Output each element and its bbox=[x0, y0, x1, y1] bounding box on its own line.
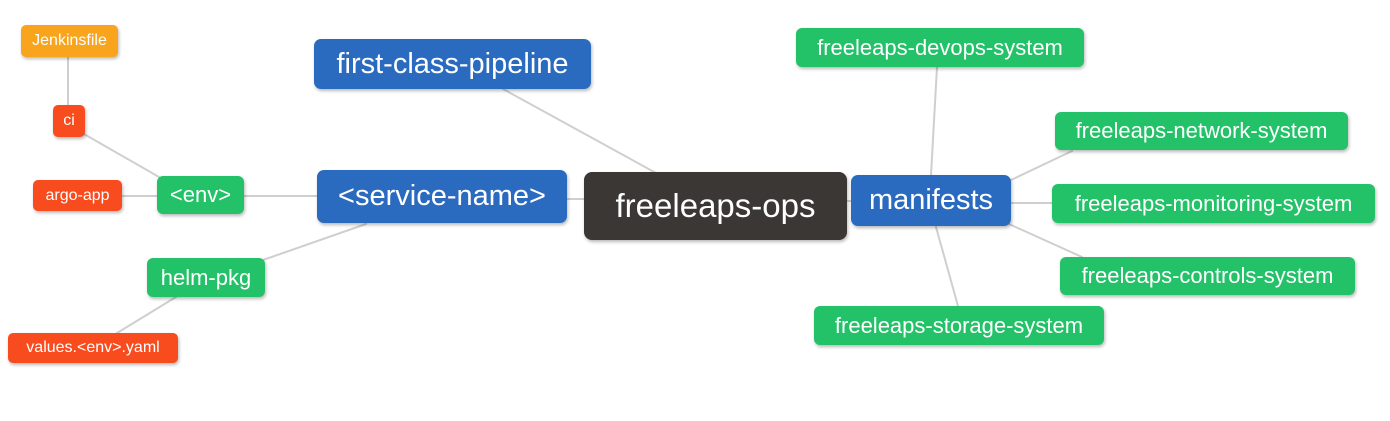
node-service-name[interactable]: <service-name> bbox=[317, 170, 567, 223]
node-argo-app[interactable]: argo-app bbox=[33, 180, 122, 211]
node-freeleaps-monitoring-system[interactable]: freeleaps-monitoring-system bbox=[1052, 184, 1375, 223]
node-helm-pkg[interactable]: helm-pkg bbox=[147, 258, 265, 297]
node-manifests[interactable]: manifests bbox=[851, 175, 1011, 226]
edge-root-first_class_pipeline bbox=[502, 88, 657, 174]
node-freeleaps-devops-system[interactable]: freeleaps-devops-system bbox=[796, 28, 1084, 67]
node-env[interactable]: <env> bbox=[157, 176, 244, 214]
node-freeleaps-controls-system[interactable]: freeleaps-controls-system bbox=[1060, 257, 1355, 295]
edge-manifests-network_system bbox=[1008, 150, 1073, 182]
node-ci[interactable]: ci bbox=[53, 105, 85, 137]
edge-service_name-helm_pkg bbox=[262, 223, 367, 261]
node-values-env-yaml[interactable]: values.<env>.yaml bbox=[8, 333, 178, 363]
edge-env-ci bbox=[83, 133, 160, 178]
node-freeleaps-network-system[interactable]: freeleaps-network-system bbox=[1055, 112, 1348, 150]
node-freeleaps-storage-system[interactable]: freeleaps-storage-system bbox=[814, 306, 1104, 345]
edge-helm_pkg-values_env_yaml bbox=[116, 296, 177, 334]
edge-manifests-controls_system bbox=[1008, 223, 1083, 258]
node-first-class-pipeline[interactable]: first-class-pipeline bbox=[314, 39, 591, 89]
edge-manifests-devops_system bbox=[930, 66, 938, 176]
node-jenkinsfile[interactable]: Jenkinsfile bbox=[21, 25, 118, 57]
node-freeleaps-ops-root[interactable]: freeleaps-ops bbox=[584, 172, 847, 240]
edge-manifests-storage_system bbox=[935, 226, 959, 307]
